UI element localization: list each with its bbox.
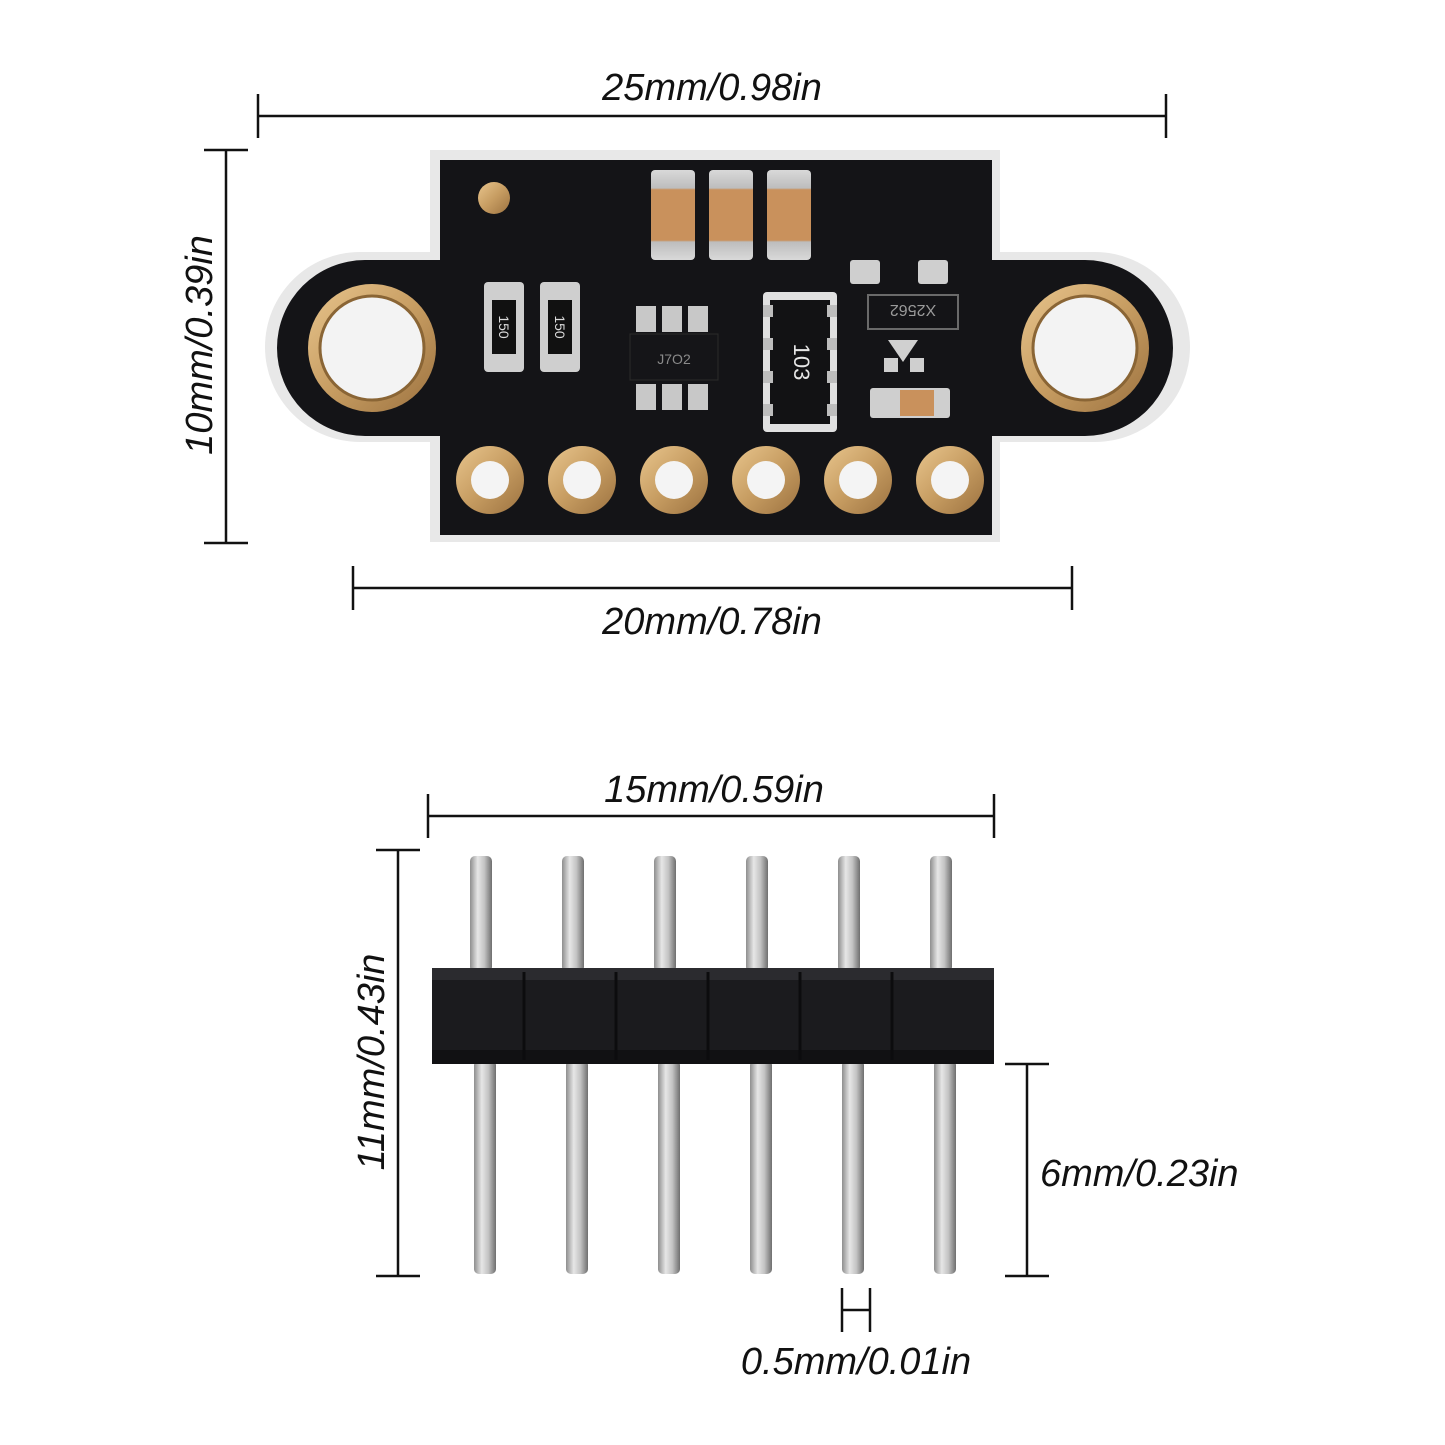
pcb-body bbox=[277, 160, 1173, 535]
header-width-label: 15mm/0.59in bbox=[604, 769, 824, 811]
dimension-header-width: 15mm/0.59in bbox=[426, 769, 996, 838]
resistor-right: 150 bbox=[540, 282, 580, 372]
pins-upper bbox=[470, 856, 952, 972]
regulator-marking: J7O2 bbox=[657, 351, 691, 367]
mounting-hole-right bbox=[1021, 284, 1149, 412]
small-components-right bbox=[870, 340, 950, 418]
resistor-left-marking: 150 bbox=[496, 315, 512, 339]
board-width-total-label: 25mm/0.98in bbox=[601, 67, 822, 109]
dimension-board-width-body: 20mm/0.78in bbox=[351, 566, 1074, 643]
pin-pads bbox=[456, 446, 984, 514]
pin-pad bbox=[732, 446, 800, 514]
regulator-chip: J7O2 bbox=[629, 306, 719, 410]
resistor-array-marking: 103 bbox=[789, 344, 814, 381]
pin-pad bbox=[824, 446, 892, 514]
dimension-pin-lower-length: 6mm/0.23in bbox=[1005, 1062, 1239, 1278]
board-width-body-label: 20mm/0.78in bbox=[601, 601, 822, 643]
pin-pad bbox=[456, 446, 524, 514]
header-plastic-body bbox=[432, 968, 994, 1064]
sensor-board: X2562 150 150 J7O2 bbox=[265, 150, 1190, 542]
pin-pad bbox=[548, 446, 616, 514]
small-pads-top-right bbox=[850, 260, 948, 284]
capacitor-group bbox=[651, 170, 811, 260]
pin-header bbox=[432, 856, 994, 1274]
sensor-ic: X2562 bbox=[867, 294, 959, 330]
resistor-right-marking: 150 bbox=[552, 315, 568, 339]
dimension-board-width-total: 25mm/0.98in bbox=[256, 67, 1168, 138]
pin-thickness-label: 0.5mm/0.01in bbox=[741, 1341, 971, 1383]
header-height-label: 11mm/0.43in bbox=[351, 954, 393, 1171]
pin-pad bbox=[916, 446, 984, 514]
dimension-board-height: 10mm/0.39in bbox=[179, 148, 248, 545]
pins-lower bbox=[474, 1060, 956, 1274]
sensor-ic-marking: X2562 bbox=[890, 301, 936, 318]
dimension-pin-thickness: 0.5mm/0.01in bbox=[741, 1288, 971, 1383]
resistor-left: 150 bbox=[484, 282, 524, 372]
pin-lower-length-label: 6mm/0.23in bbox=[1040, 1153, 1239, 1195]
mounting-hole-left bbox=[308, 284, 436, 412]
pin1-marker-dot bbox=[478, 182, 510, 214]
resistor-array: 103 bbox=[763, 292, 837, 432]
board-height-label: 10mm/0.39in bbox=[179, 235, 221, 455]
pin-pad bbox=[640, 446, 708, 514]
dimension-header-height: 11mm/0.43in bbox=[351, 848, 420, 1278]
